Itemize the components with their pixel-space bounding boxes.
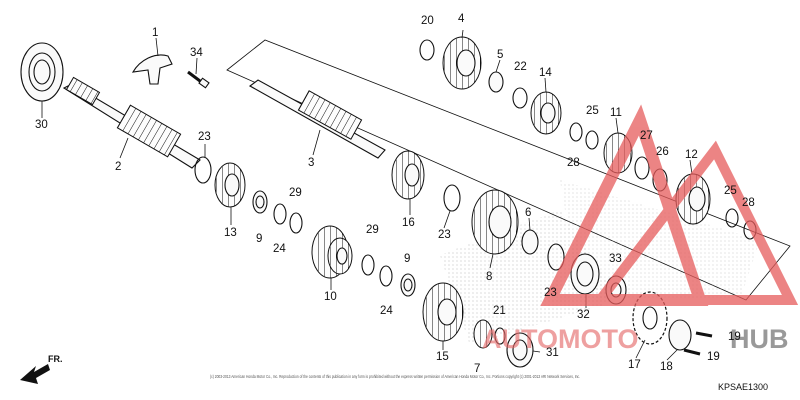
callout-5: 5 <box>497 49 503 61</box>
callout-28a: 28 <box>567 157 580 169</box>
callout-16: 16 <box>402 217 415 229</box>
leader-lines <box>41 29 693 361</box>
copyright-notice: (c) 2003-2013 American Honda Motor Co., … <box>210 374 580 379</box>
callout-22: 22 <box>514 61 527 73</box>
callout-26: 26 <box>656 146 669 158</box>
callout-29b: 29 <box>366 224 379 236</box>
callout-6: 6 <box>525 207 531 219</box>
plate-18 <box>668 319 692 351</box>
callout-19a: 19 <box>728 331 741 343</box>
bushing-6 <box>521 229 539 255</box>
countershaft-3 <box>248 79 386 159</box>
gear-8 <box>471 189 519 255</box>
callout-4: 4 <box>458 13 465 25</box>
callout-13: 13 <box>224 227 237 239</box>
callout-31: 31 <box>546 347 559 359</box>
washer-22 <box>512 87 528 109</box>
front-arrow-label: FR. <box>48 354 63 364</box>
callout-32: 32 <box>577 309 590 321</box>
callout-25b: 25 <box>724 185 737 197</box>
callout-23a: 23 <box>198 131 211 143</box>
gear-13 <box>214 162 246 208</box>
callout-17: 17 <box>628 359 641 371</box>
washer-21 <box>494 327 506 345</box>
callout-1: 1 <box>152 27 158 39</box>
callout-2: 2 <box>115 161 121 173</box>
bearing-30 <box>20 42 64 102</box>
washer-23c <box>547 243 565 271</box>
circlip-29b <box>361 254 375 276</box>
callout-19b: 19 <box>707 351 720 363</box>
gear-7 <box>473 319 493 349</box>
gear-15 <box>422 282 464 342</box>
callout-7: 7 <box>474 363 480 375</box>
callout-24b: 24 <box>380 305 393 317</box>
watermark-text-2: HUB <box>730 324 789 354</box>
callout-34: 34 <box>190 47 203 59</box>
callout-25a: 25 <box>586 105 599 117</box>
callout-11: 11 <box>610 107 622 119</box>
callout-28b: 28 <box>742 197 755 209</box>
callout-29a: 29 <box>289 187 302 199</box>
callout-23b: 23 <box>438 229 451 241</box>
callout-20: 20 <box>421 15 434 27</box>
gear-14 <box>530 91 562 135</box>
watermark: AUTOMOTO HUB <box>482 104 799 354</box>
washer-23a <box>194 156 212 184</box>
washer-23b <box>443 184 461 212</box>
callout-10: 10 <box>324 291 337 303</box>
callout-15: 15 <box>436 351 449 363</box>
drive-sprocket-17 <box>632 291 668 345</box>
bearing-31 <box>506 332 534 368</box>
callout-23c: 23 <box>544 287 557 299</box>
callout-14: 14 <box>539 67 552 79</box>
callout-3: 3 <box>308 157 314 169</box>
bolt-19a <box>695 331 713 338</box>
gear-4 <box>442 36 482 90</box>
callout-24a: 24 <box>273 243 286 255</box>
callout-8: 8 <box>486 271 492 283</box>
washer-28a <box>569 122 583 142</box>
bolt-19b <box>683 348 701 356</box>
bushing-9b <box>400 273 416 297</box>
callout-21: 21 <box>493 305 506 317</box>
callout-9a: 9 <box>256 233 262 245</box>
gear-10 <box>311 225 353 279</box>
gear-16 <box>391 150 425 200</box>
washer-27 <box>634 156 650 180</box>
mainshaft-2 <box>62 76 201 169</box>
front-arrow: FR. <box>20 354 63 384</box>
bearing-32 <box>570 253 600 295</box>
bushing-9a <box>252 190 268 214</box>
bushing-5 <box>488 71 504 93</box>
watermark-text-1: AUTOMOTO <box>482 324 639 354</box>
circlip-25b <box>725 208 739 228</box>
washer-24b <box>379 265 393 287</box>
callout-30: 30 <box>35 119 48 131</box>
diagram-code: KPSAE1300 <box>718 382 768 392</box>
callout-27: 27 <box>640 130 653 142</box>
callout-9b: 9 <box>404 253 410 265</box>
callout-33: 33 <box>609 253 622 265</box>
bolt-34 <box>187 70 210 89</box>
washer-24a <box>273 203 287 225</box>
circlip-29a <box>289 212 303 234</box>
callout-numbers: 1 2 3 4 5 6 7 8 9 9 10 11 12 13 14 15 16… <box>35 13 755 375</box>
callout-18: 18 <box>660 361 673 373</box>
shift-fork-1 <box>131 54 173 85</box>
circlip-25a <box>585 130 599 150</box>
callout-12: 12 <box>685 149 698 161</box>
washer-20 <box>419 39 435 61</box>
